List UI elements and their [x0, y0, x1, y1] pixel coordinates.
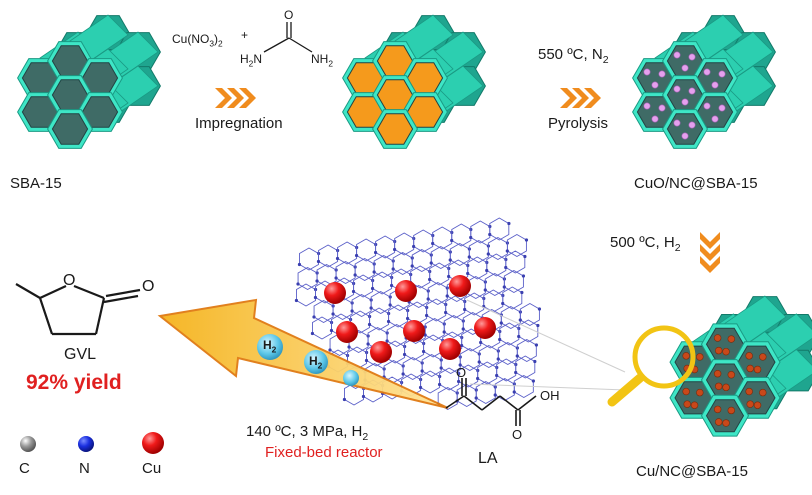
h2-bubble-3	[343, 370, 359, 386]
urea-molecule	[264, 22, 312, 52]
cuo-nc-sba15-label: CuO/NC@SBA-15	[634, 175, 758, 192]
cu-nc-sba15-label: Cu/NC@SBA-15	[636, 463, 748, 480]
reduction-condition-label: 500 ºC, H2	[610, 234, 681, 254]
legend-nitrogen-label: N	[79, 460, 90, 477]
h2-label-2: H2	[309, 354, 322, 370]
yield-label: 92% yield	[26, 371, 122, 395]
h2-label-1: H2	[263, 338, 276, 354]
copper-legend-sphere	[142, 432, 164, 454]
copper-nitrate-label: Cu(NO3)2	[172, 32, 223, 48]
la-label: LA	[478, 450, 498, 468]
legend-copper-label: Cu	[142, 460, 161, 477]
gvl-ring-oxygen: O	[63, 272, 75, 290]
process-arrow-pyrolysis	[560, 88, 601, 108]
impregnated-block	[343, 15, 486, 148]
fixed-bed-reactor-label: Fixed-bed reactor	[265, 444, 383, 461]
urea-oxygen-label: O	[284, 8, 293, 22]
pyrolysis-condition-label: 550 ºC, N2	[538, 46, 609, 66]
process-arrow-reduction	[700, 232, 720, 273]
carbon-legend-sphere	[20, 436, 36, 452]
sba15-block-1	[18, 15, 161, 148]
impregnation-label: Impregnation	[195, 115, 283, 132]
gvl-label: GVL	[64, 346, 96, 364]
plus-sign: +	[241, 28, 248, 42]
process-arrow-impregnation	[215, 88, 256, 108]
cuo-nc-block	[633, 15, 776, 148]
reaction-conditions-label: 140 ºC, 3 MPa, H2	[246, 423, 368, 443]
gvl-molecule	[16, 284, 140, 334]
pyrolysis-label: Pyrolysis	[548, 115, 608, 132]
carbon-nitride-network	[292, 215, 544, 412]
sba15-label: SBA-15	[10, 175, 62, 192]
la-oxygen-2: O	[512, 427, 522, 442]
legend-carbon-label: C	[19, 460, 30, 477]
urea-nh2-label: NH2	[311, 52, 333, 68]
gvl-carbonyl-oxygen: O	[142, 278, 154, 296]
la-oxygen-1: O	[456, 365, 466, 380]
nitrogen-legend-sphere	[78, 436, 94, 452]
la-hydroxyl: OH	[540, 388, 560, 403]
urea-h2n-label: H2N	[240, 52, 262, 68]
